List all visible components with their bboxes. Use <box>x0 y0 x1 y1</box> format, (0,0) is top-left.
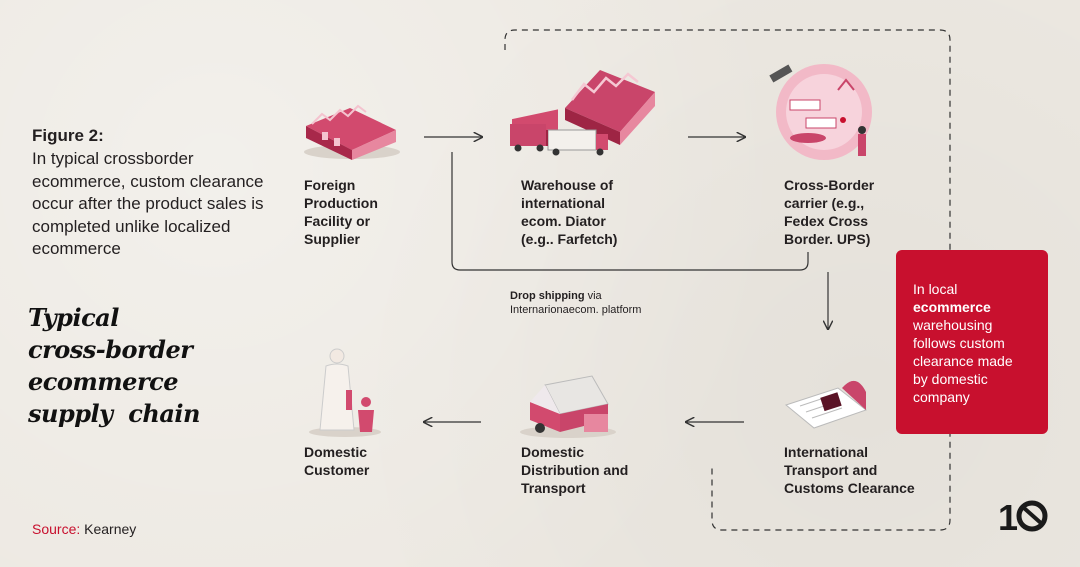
node-label-line: Warehouse of <box>521 177 614 193</box>
callout-line: by domestic <box>913 371 988 387</box>
node-label-line: Transport and <box>784 462 878 478</box>
drop-shipping-rest: via <box>584 290 602 302</box>
script-title-line: ecommerce <box>28 367 178 396</box>
node-cross-border-carrier: Cross-Border carrier (e.g., Fedex Cross … <box>784 176 874 248</box>
source-label: Source: <box>32 521 81 537</box>
node-label-line: Domestic <box>521 444 585 460</box>
local-ecommerce-callout: In local ecommerce warehousing follows c… <box>896 250 1048 434</box>
node-label-line: Domestic <box>304 444 368 460</box>
callout-line: follows custom <box>913 335 1005 351</box>
callout-line: clearance made <box>913 353 1013 369</box>
script-title: Typical cross-border ecommerce supply ch… <box>28 302 228 430</box>
brand-logo: 1 <box>998 497 1048 536</box>
customers-icon <box>309 348 381 437</box>
node-label-line: Production <box>304 195 378 211</box>
factory-icon <box>304 104 400 160</box>
node-label-line: Transport <box>521 480 586 496</box>
node-domestic-distribution: Domestic Distribution and Transport <box>521 443 628 497</box>
drop-shipping-bold: Drop shipping <box>510 290 585 302</box>
node-label-line: Foreign <box>304 177 356 193</box>
node-label-line: (e.g.. Farfetch) <box>521 231 618 247</box>
customs-documents-icon <box>784 380 868 429</box>
warehouse-trucks-icon <box>510 70 655 156</box>
callout-line: In local <box>913 281 958 297</box>
node-foreign-production: Foreign Production Facility or Supplier <box>304 176 378 248</box>
script-title-line: cross-border <box>28 335 193 364</box>
node-label-line: Customs Clearance <box>784 480 915 496</box>
script-title-line: supply chain <box>28 399 200 428</box>
node-label-line: Facility or <box>304 213 371 229</box>
globe-logistics-icon <box>769 64 872 160</box>
node-label-line: carrier (e.g., <box>784 195 865 211</box>
drop-shipping-platform: Internarionaecom. platform <box>510 304 642 316</box>
node-label-line: Supplier <box>304 231 361 247</box>
drop-shipping-note: Drop shipping via Internarionaecom. plat… <box>510 289 641 317</box>
source-value: Kearney <box>80 521 137 537</box>
node-label-line: ecom. Diator <box>521 213 606 229</box>
node-warehouse: Warehouse of international ecom. Diator … <box>521 176 617 248</box>
node-international-transport: International Transport and Customs Clea… <box>784 443 915 497</box>
node-label-line: Fedex Cross <box>784 213 869 229</box>
figure-description: In typical crossborder ecommerce, custom… <box>32 149 264 258</box>
callout-line: company <box>913 389 970 405</box>
node-label-line: International <box>784 444 869 460</box>
drop-shipping-connector <box>451 152 809 271</box>
figure-title: Figure 2: <box>32 126 104 145</box>
script-title-line: Typical <box>28 303 119 332</box>
node-label-line: Distribution and <box>521 462 629 478</box>
node-label-line: Border. UPS) <box>784 231 871 247</box>
callout-line: warehousing <box>913 317 993 333</box>
node-label-line: international <box>521 195 606 211</box>
callout-bold: ecommerce <box>913 299 991 315</box>
node-domestic-customer: Domestic Customer <box>304 443 369 479</box>
node-label-line: Cross-Border <box>784 177 875 193</box>
logo-text: 1 <box>998 497 1018 536</box>
node-label-line: Customer <box>304 462 370 478</box>
delivery-van-icon <box>520 375 616 438</box>
source-note: Source: Kearney <box>32 521 136 537</box>
